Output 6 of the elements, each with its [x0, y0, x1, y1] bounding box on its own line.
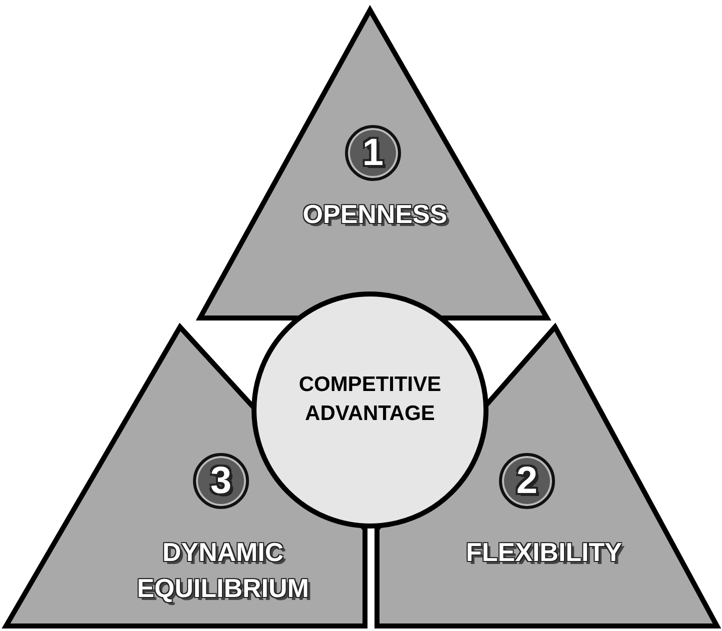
circle-label: COMPETITIVE ADVANTAGE — [298, 372, 442, 427]
triangle-segment — [195, 6, 553, 322]
center-circle — [250, 290, 490, 530]
segment-label: OPENNESS — [302, 198, 448, 231]
segment-label: DYNAMIC EQUILIBRIUM — [136, 536, 310, 605]
segment-label: FLEXIBILITY — [465, 536, 623, 569]
